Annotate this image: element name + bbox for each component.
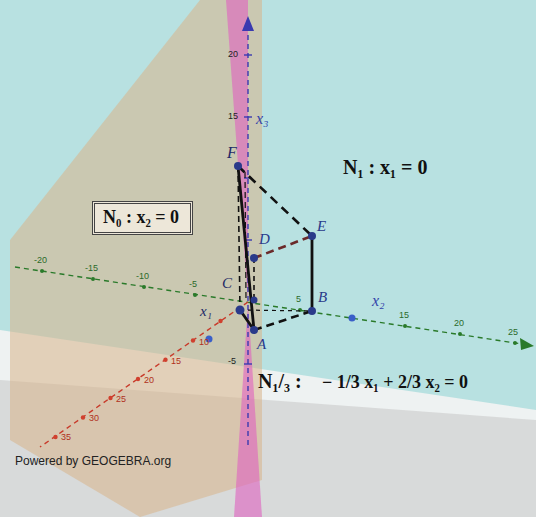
tick-number: 35 (61, 432, 71, 442)
dashed-edge (254, 311, 312, 330)
x1-ticks (53, 319, 222, 439)
tick-dot (403, 324, 407, 328)
tick-number: 30 (89, 413, 99, 423)
x3-axis (247, 30, 248, 445)
tick (244, 116, 252, 117)
point-f (234, 162, 242, 170)
tick-dot (53, 435, 57, 439)
tick-dot (40, 269, 44, 273)
plane-equation: N₁ : x₁ = 0 (343, 156, 428, 179)
tick-dot (81, 415, 85, 419)
tick (244, 363, 252, 364)
tick-number: -5 (189, 279, 197, 289)
point-d (250, 254, 258, 262)
x1-axis (40, 302, 248, 447)
tick-number: 20 (228, 49, 238, 59)
x2-axis (15, 267, 522, 344)
solid-edge (311, 236, 314, 311)
point (251, 297, 258, 304)
tick-dot (458, 332, 462, 336)
axis-point (349, 315, 356, 322)
x3-arrowhead (242, 16, 254, 31)
tick-dot (108, 396, 112, 400)
tick-dot (513, 341, 517, 345)
point-c (236, 306, 245, 315)
point-name: D (259, 231, 270, 248)
tick-number: 10 (199, 337, 209, 347)
solid-edges (238, 166, 312, 330)
point-b (308, 307, 316, 315)
tick-number: -15 (85, 263, 98, 273)
tick-number: 15 (171, 356, 181, 366)
tick-dot (142, 285, 146, 289)
point-name: B (318, 289, 327, 306)
tick-number: -10 (136, 271, 149, 281)
dashed-edge (253, 258, 255, 300)
tick-dot (91, 277, 95, 281)
tick-number: 15 (399, 310, 409, 320)
point-name: E (317, 218, 326, 235)
tick-dot (218, 319, 222, 323)
axis-name: x₁ (200, 303, 212, 320)
tick-number: 15 (228, 111, 238, 121)
box-text: N₀ : x₂ = 0 (103, 207, 182, 229)
tick-dot (193, 293, 197, 297)
plane-equation: − 1/3 x₁ + 2/3 x₂ = 0 (322, 372, 468, 393)
points (234, 162, 316, 334)
tick-dot (163, 358, 167, 362)
plane-n0 (10, 0, 262, 517)
tick-number: -5 (228, 356, 236, 366)
watermark: Powered by GEOGEBRA.org (15, 455, 171, 469)
point-name: C (222, 275, 232, 292)
point-name: A (257, 336, 266, 353)
plane-name: N₁/₃ : (258, 370, 302, 393)
tick-dot (136, 377, 140, 381)
tick-number: 5 (296, 294, 301, 304)
equation-box: N₀ : x₂ = 0 (92, 201, 193, 235)
x2-ticks (40, 269, 517, 345)
axis-name: x₂ (372, 292, 385, 310)
point-a (250, 326, 258, 334)
plane-n13-upper (226, 0, 248, 302)
tick-number: 20 (144, 375, 154, 385)
tick-dot (191, 338, 195, 342)
tick (244, 54, 252, 55)
point-e (308, 232, 316, 240)
tick-number: 25 (508, 327, 518, 337)
solid-edge (238, 166, 254, 330)
point-name: F (227, 144, 237, 162)
tick-number: 20 (454, 318, 464, 328)
x2-arrowhead (520, 338, 534, 350)
axis-name: x₃ (256, 110, 269, 128)
tick-number: 25 (116, 394, 126, 404)
dashed-edge (238, 166, 312, 236)
tick-number: -20 (34, 255, 47, 265)
